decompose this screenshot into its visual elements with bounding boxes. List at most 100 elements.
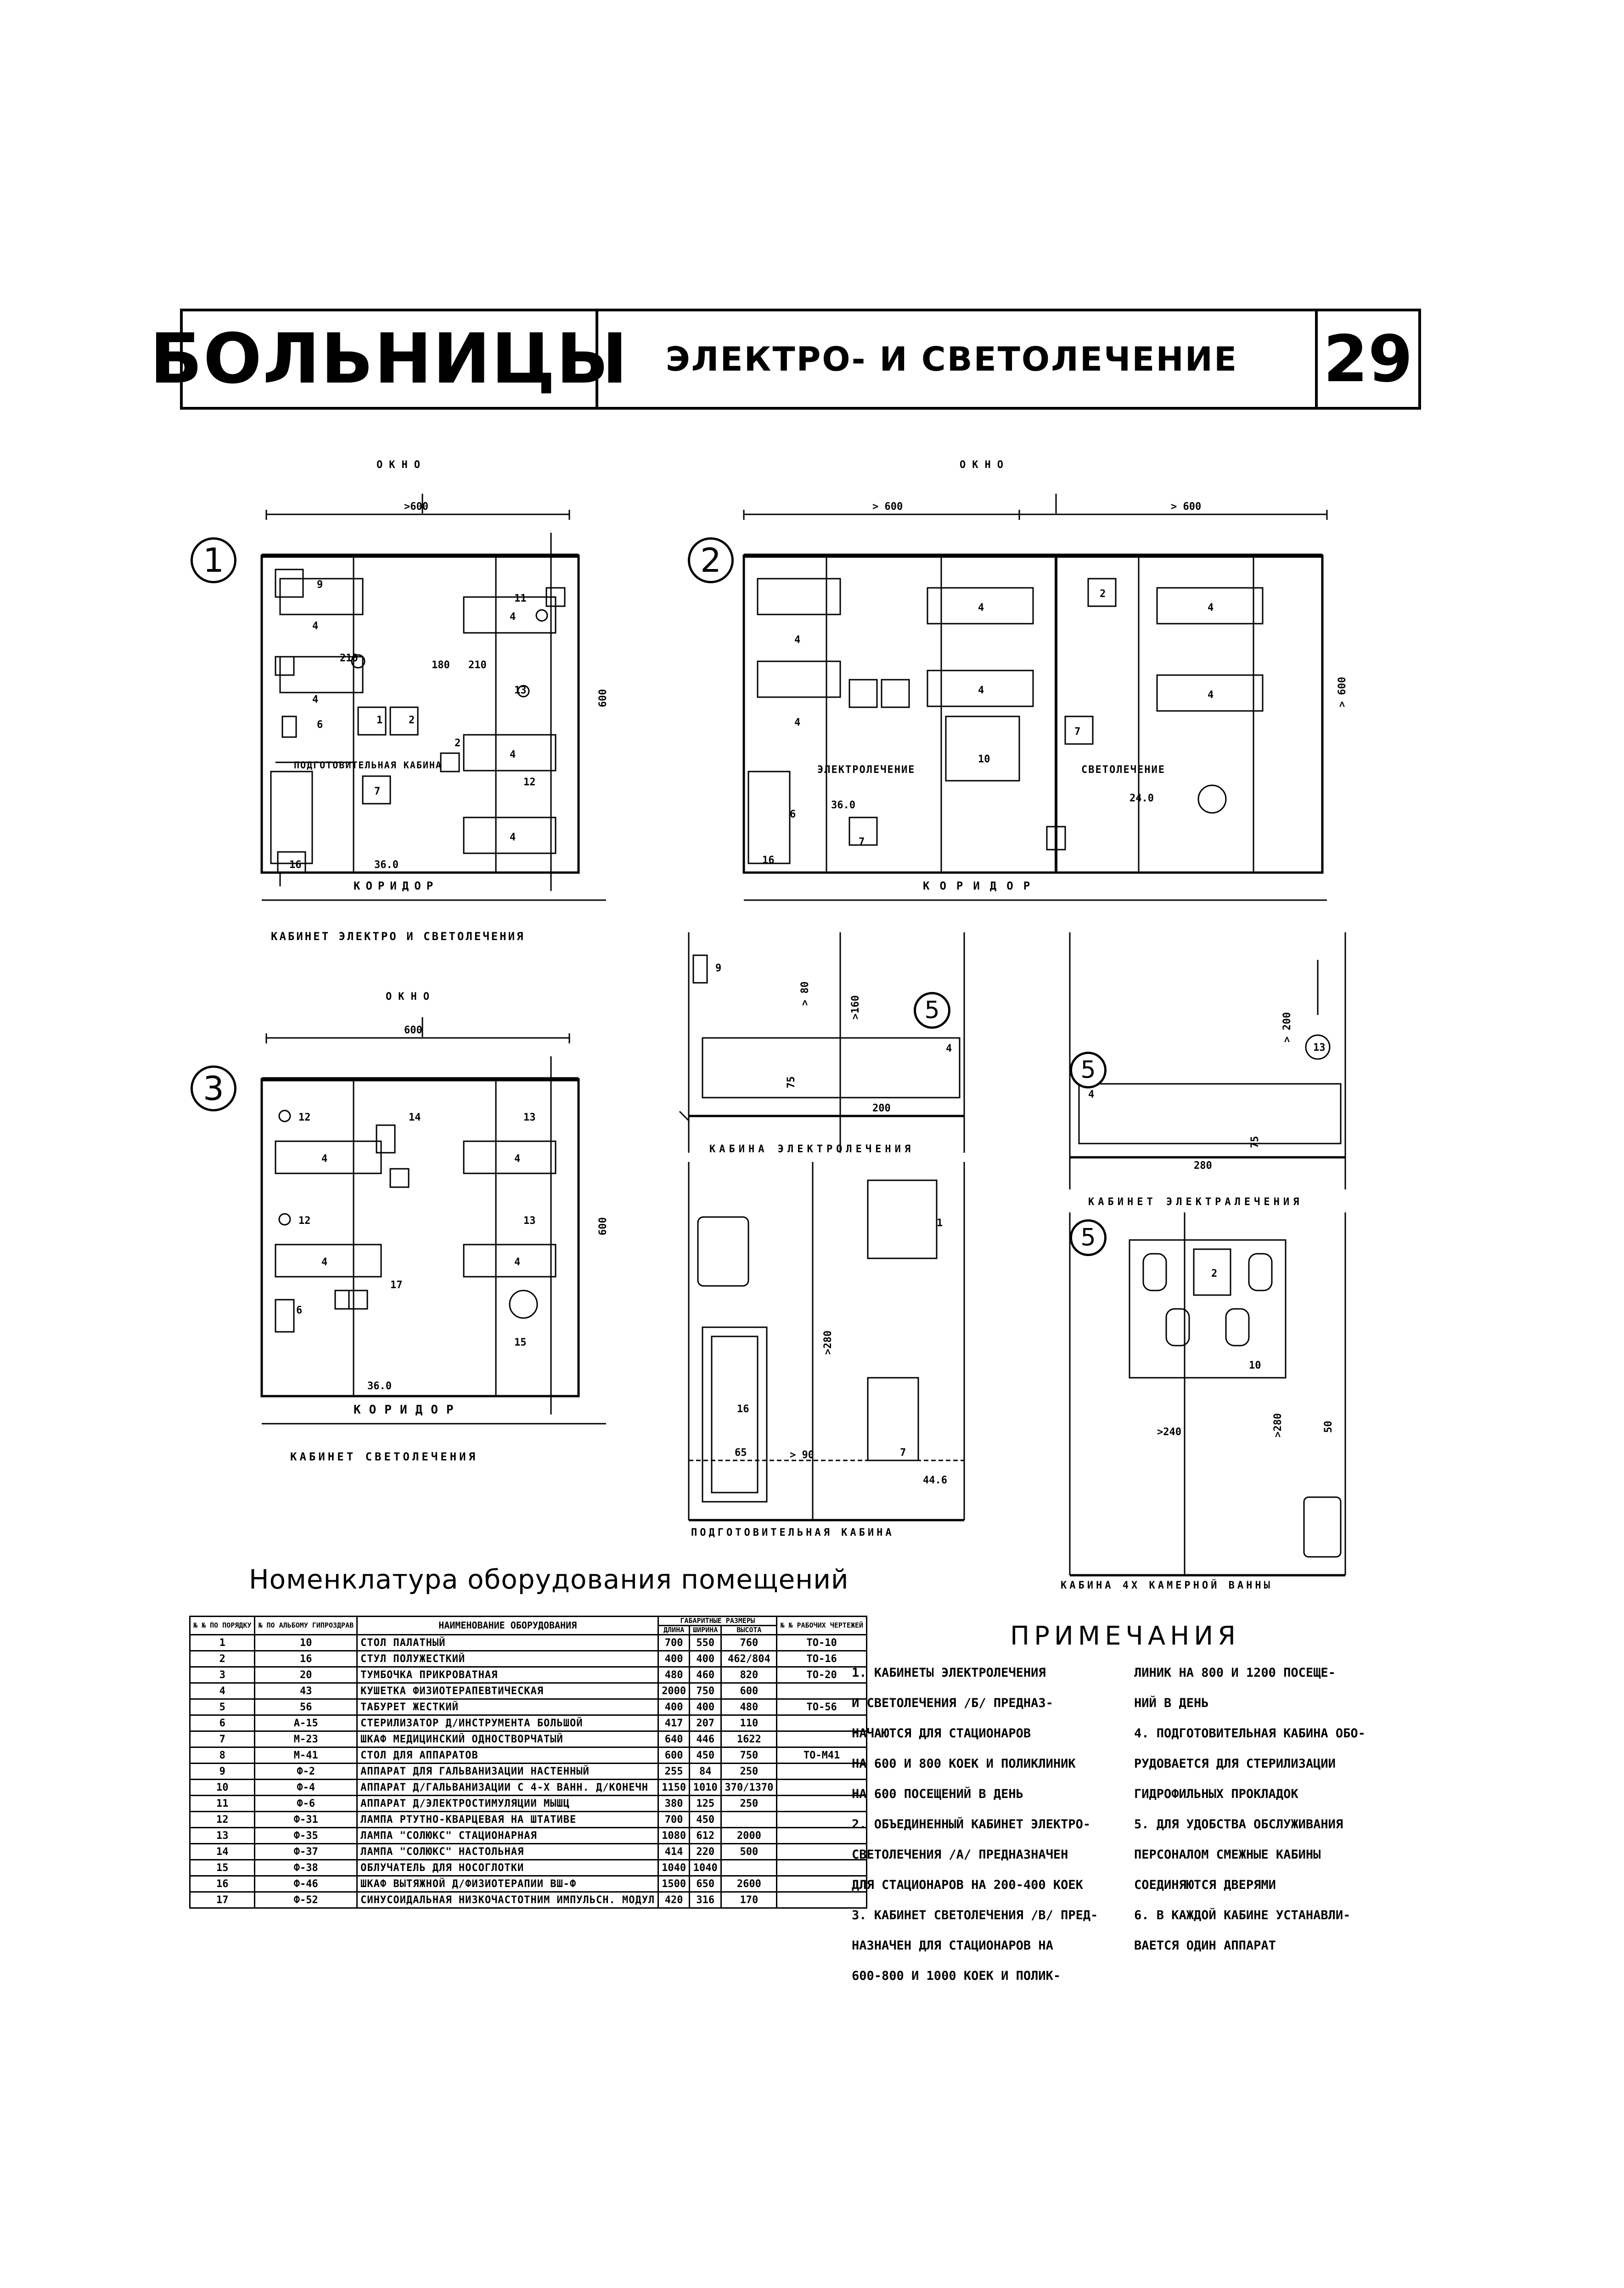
plan2-window-label: ОКНО bbox=[960, 459, 1010, 471]
plan1-corridor-label: КОРИДОР bbox=[354, 879, 439, 892]
svg-text:12: 12 bbox=[298, 1112, 311, 1123]
cell-no: 15 bbox=[189, 1859, 256, 1877]
svg-text:4: 4 bbox=[510, 749, 516, 761]
svg-text:65: 65 bbox=[735, 1447, 747, 1459]
title-block: БОЛЬНИЦЫ ЭЛЕКТРО- И СВЕТОЛЕЧЕНИЕ 29 bbox=[150, 309, 1421, 410]
plan2-zone-b-label: СВЕТОЛЕЧЕНИЕ bbox=[1081, 764, 1165, 776]
cell-drawing bbox=[776, 1875, 867, 1893]
note-1: 1. КАБИНЕТЫ ЭЛЕКТРОЛЕЧЕНИЯ И СВЕТОЛЕЧЕНИ… bbox=[852, 1666, 1076, 1801]
detail-bath-marker: 5 bbox=[1070, 1219, 1107, 1256]
svg-text:> 600: > 600 bbox=[1337, 677, 1348, 707]
svg-text:>280: >280 bbox=[1272, 1413, 1284, 1437]
svg-text:4: 4 bbox=[514, 1257, 520, 1268]
cell-width: 550 bbox=[689, 1634, 722, 1651]
plan-marker-1: 1 bbox=[191, 537, 236, 583]
svg-text:7: 7 bbox=[1074, 726, 1080, 738]
svg-text:13: 13 bbox=[514, 685, 527, 696]
cell-name: СТОЛ ДЛЯ АППАРАТОВ bbox=[356, 1747, 659, 1764]
svg-text:9: 9 bbox=[317, 579, 323, 591]
cell-drawing: ТО-10 bbox=[776, 1634, 867, 1651]
cell-no: 17 bbox=[189, 1891, 256, 1909]
cell-width: 316 bbox=[689, 1891, 722, 1909]
svg-text:180: 180 bbox=[432, 659, 450, 671]
svg-text:16: 16 bbox=[737, 1403, 749, 1415]
cell-width: 450 bbox=[689, 1747, 722, 1764]
cell-name: ТУМБОЧКА ПРИКРОВАТНАЯ bbox=[356, 1666, 659, 1684]
svg-text:600: 600 bbox=[404, 1025, 422, 1036]
svg-text:200: 200 bbox=[872, 1103, 891, 1114]
cell-album: А-15 bbox=[254, 1714, 358, 1732]
cell-width: 1010 bbox=[689, 1779, 722, 1796]
notes-column-1: 1. КАБИНЕТЫ ЭЛЕКТРОЛЕЧЕНИЯ И СВЕТОЛЕЧЕНИ… bbox=[852, 1658, 1109, 1991]
detail-electrolight-marker: 5 bbox=[1070, 1052, 1107, 1088]
cell-name: ШКАФ ВЫТЯЖНОЙ Д/ФИЗИОТЕРАПИИ ВШ-Ф bbox=[356, 1875, 659, 1893]
cell-album: 10 bbox=[254, 1634, 358, 1651]
cell-name: ЛАМПА "СОЛЮКС" НАСТОЛЬНАЯ bbox=[356, 1843, 659, 1860]
svg-text:> 600: > 600 bbox=[872, 501, 903, 513]
cell-height: 1622 bbox=[720, 1730, 778, 1748]
plan1-caption: КАБИНЕТ ЭЛЕКТРО И СВЕТОЛЕЧЕНИЯ bbox=[271, 930, 525, 943]
cell-album: Ф-52 bbox=[254, 1891, 358, 1909]
col-header-height: ВЫСОТА bbox=[720, 1625, 778, 1635]
svg-text:4: 4 bbox=[510, 611, 516, 623]
cell-length: 400 bbox=[657, 1698, 691, 1716]
cell-name: АППАРАТ Д/ЭЛЕКТРОСТИМУЛЯЦИИ МЫШЦ bbox=[356, 1795, 659, 1812]
svg-text:13: 13 bbox=[1313, 1042, 1326, 1054]
cell-length: 2000 bbox=[657, 1682, 691, 1700]
col-header-album: № ПО АЛЬБОМУ ГИПРОЗДРАВ bbox=[254, 1616, 358, 1635]
svg-text:6: 6 bbox=[317, 719, 323, 731]
svg-text:13: 13 bbox=[523, 1112, 536, 1123]
cell-width: 650 bbox=[689, 1875, 722, 1893]
svg-text:4: 4 bbox=[794, 634, 800, 646]
col-header-length: ДЛИНА bbox=[657, 1625, 691, 1635]
cell-no: 8 bbox=[189, 1747, 256, 1764]
cell-length: 1080 bbox=[657, 1827, 691, 1844]
cell-width: 400 bbox=[689, 1650, 722, 1668]
plan3-window-label: ОКНО bbox=[386, 991, 436, 1003]
section-title: БОЛЬНИЦЫ bbox=[150, 311, 628, 407]
cell-no: 16 bbox=[189, 1875, 256, 1893]
cell-height: 250 bbox=[720, 1795, 778, 1812]
svg-text:4: 4 bbox=[1208, 602, 1214, 614]
cell-drawing bbox=[776, 1714, 867, 1732]
svg-text:4: 4 bbox=[1088, 1089, 1094, 1100]
cell-name: ЛАМПА "СОЛЮКС" СТАЦИОНАРНАЯ bbox=[356, 1827, 659, 1844]
svg-text:> 80: > 80 bbox=[799, 981, 811, 1006]
cell-height: 500 bbox=[720, 1843, 778, 1860]
cell-drawing bbox=[776, 1891, 867, 1909]
svg-text:7: 7 bbox=[900, 1447, 906, 1459]
detail-electrolight-caption: КАБИНЕТ ЭЛЕКТРАЛЕЧЕНИЯ bbox=[1088, 1196, 1303, 1208]
cell-height: 250 bbox=[720, 1763, 778, 1780]
cell-length: 1040 bbox=[657, 1859, 691, 1877]
svg-text:210: 210 bbox=[468, 659, 487, 671]
svg-text:75: 75 bbox=[786, 1076, 797, 1089]
svg-text:4: 4 bbox=[510, 832, 516, 843]
note-3-continued: ЛИНИК НА 800 И 1200 ПОСЕЩЕ- НИЙ В ДЕНЬ bbox=[1134, 1666, 1336, 1710]
svg-text:6: 6 bbox=[790, 809, 796, 820]
cell-name: ОБЛУЧАТЕЛЬ ДЛЯ НОСОГЛОТКИ bbox=[356, 1859, 659, 1877]
cell-width: 84 bbox=[689, 1763, 722, 1780]
svg-text:24.0: 24.0 bbox=[1129, 793, 1154, 804]
nomenclature-table: № № ПО ПОРЯДКУ № ПО АЛЬБОМУ ГИПРОЗДРАВ Н… bbox=[189, 1616, 867, 1909]
svg-text:6: 6 bbox=[296, 1305, 302, 1316]
cell-album: Ф-6 bbox=[254, 1795, 358, 1812]
cell-drawing: ТО-20 bbox=[776, 1666, 867, 1684]
cell-length: 417 bbox=[657, 1714, 691, 1732]
cell-height: 600 bbox=[720, 1682, 778, 1700]
svg-text:> 90: > 90 bbox=[790, 1449, 814, 1461]
svg-text:4: 4 bbox=[312, 694, 318, 705]
plan2-corridor-label: КОРИДОР bbox=[923, 879, 1040, 892]
plan3-caption: КАБИНЕТ СВЕТОЛЕЧЕНИЯ bbox=[290, 1450, 478, 1463]
svg-text:> 200: > 200 bbox=[1281, 1012, 1293, 1043]
plan2-drawing: > 600> 600 > 600 44 44 44 102 77 36.024.… bbox=[742, 494, 1348, 901]
svg-text:7: 7 bbox=[859, 836, 865, 848]
